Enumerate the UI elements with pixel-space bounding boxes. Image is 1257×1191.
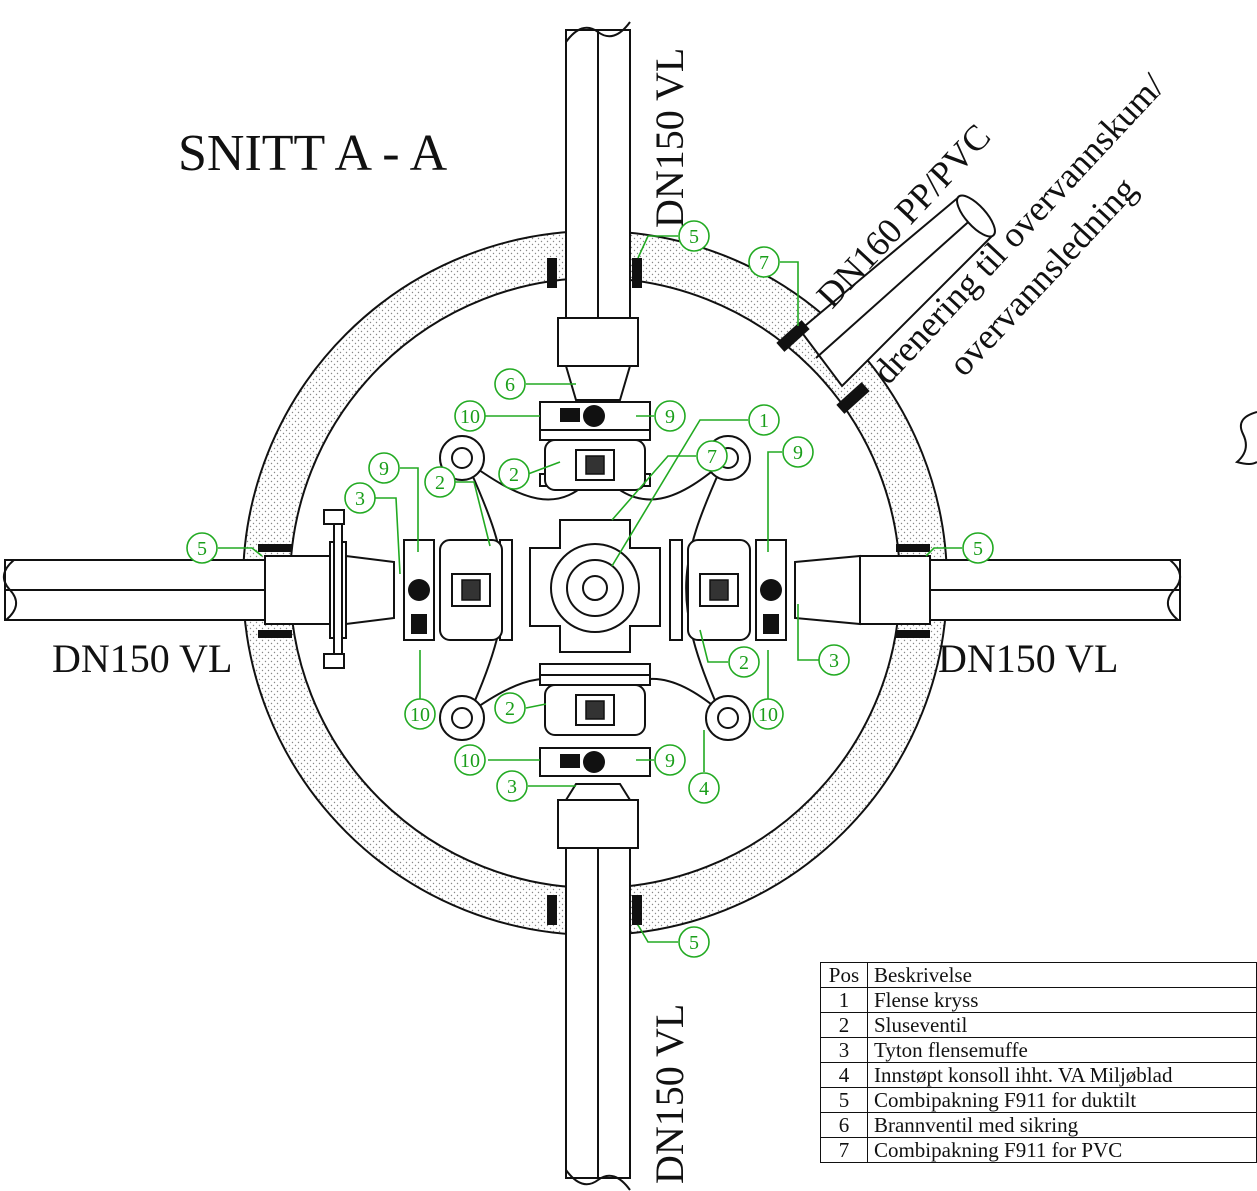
legend-desc: Innstøpt konsoll ihht. VA Miljøblad (866, 1062, 1257, 1088)
legend-header-desc: Beskrivelse (866, 962, 1257, 988)
callout-2-bottom: 2 (494, 692, 526, 724)
svg-text:10: 10 (460, 750, 480, 772)
callout-3-left: 3 (344, 482, 376, 514)
svg-text:10: 10 (758, 704, 778, 726)
legend-pos: 6 (820, 1112, 868, 1138)
edge-symbol (1234, 411, 1257, 465)
svg-text:2: 2 (505, 698, 515, 720)
svg-text:7: 7 (707, 446, 717, 468)
pipe-right (794, 544, 1181, 638)
svg-text:10: 10 (410, 704, 430, 726)
legend-pos: 4 (820, 1062, 868, 1088)
callout-1: 1 (748, 404, 780, 436)
svg-text:5: 5 (197, 538, 207, 560)
svg-text:10: 10 (460, 406, 480, 428)
callout-bubbles: 6 10 9 1 2 7 9 3 2 5 9 5 2 3 10 10 2 10 … (186, 220, 994, 958)
callout-9-right: 9 (782, 436, 814, 468)
callout-3-top: 6 (494, 368, 526, 400)
legend-desc: Brannventil med sikring (866, 1112, 1257, 1138)
callout-3-right: 3 (818, 644, 850, 676)
svg-text:3: 3 (355, 488, 365, 510)
drainage-pipe (776, 194, 996, 414)
label-top-pipe: DN150 VL (647, 48, 692, 228)
ball-valves (403, 401, 787, 777)
callout-5-left: 5 (186, 532, 218, 564)
callout-5-right: 5 (962, 532, 994, 564)
svg-text:9: 9 (793, 442, 803, 464)
svg-text:1: 1 (759, 410, 769, 432)
callout-10-right: 10 (752, 698, 784, 730)
legend-desc: Combipakning F911 for duktilt (866, 1087, 1257, 1113)
callout-leaders (218, 235, 962, 943)
label-left-pipe: DN150 VL (52, 636, 232, 681)
callout-2-left: 2 (424, 466, 456, 498)
svg-text:7: 7 (759, 252, 769, 274)
legend-pos: 3 (820, 1037, 868, 1063)
callout-7: 7 (748, 246, 780, 278)
callout-9-top: 9 (654, 400, 686, 432)
legend-header-row: Pos Beskrivelse (820, 962, 1257, 988)
svg-text:9: 9 (665, 406, 675, 428)
svg-text:3: 3 (507, 776, 517, 798)
callout-5-bottom: 5 (678, 926, 710, 958)
legend-desc: Flense kryss (866, 987, 1257, 1013)
svg-text:3: 3 (829, 650, 839, 672)
svg-text:9: 9 (665, 750, 675, 772)
drawing-title: SNITT A - A (178, 125, 448, 182)
svg-text:5: 5 (689, 226, 699, 248)
gate-valves (439, 429, 751, 736)
callout-3-bottom: 3 (496, 770, 528, 802)
callout-10-left: 10 (404, 698, 436, 730)
callout-9-bottom: 9 (654, 744, 686, 776)
pipe-left (3, 509, 395, 669)
svg-text:5: 5 (689, 932, 699, 954)
callout-10-top: 10 (454, 400, 486, 432)
legend-pos: 1 (820, 987, 868, 1013)
callout-9-left: 9 (368, 452, 400, 484)
callout-2-right: 2 (728, 646, 760, 678)
svg-text:2: 2 (509, 464, 519, 486)
legend-desc: Sluseventil (866, 1012, 1257, 1038)
svg-text:2: 2 (739, 652, 749, 674)
callout-2-top: 2 (498, 458, 530, 490)
legend-desc: Tyton flensemuffe (866, 1037, 1257, 1063)
legend-pos: 5 (820, 1087, 868, 1113)
svg-text:4: 4 (699, 778, 709, 800)
pipe-top (547, 21, 642, 401)
callout-5-top: 5 (678, 220, 710, 252)
svg-text:5: 5 (973, 538, 983, 560)
label-right-pipe: DN150 VL (938, 636, 1118, 681)
legend-pos: 7 (820, 1137, 868, 1163)
legend-pos: 2 (820, 1012, 868, 1038)
callout-6: 7 (696, 440, 728, 472)
svg-text:2: 2 (435, 472, 445, 494)
callout-10-bottom: 10 (454, 744, 486, 776)
legend-desc: Combipakning F911 for PVC (866, 1137, 1257, 1163)
svg-text:6: 6 (505, 374, 515, 396)
pipe-bottom (547, 783, 642, 1191)
svg-text:9: 9 (379, 458, 389, 480)
callout-4: 4 (688, 772, 720, 804)
legend-header-pos: Pos (820, 962, 868, 988)
label-bottom-pipe: DN150 VL (647, 1004, 692, 1184)
